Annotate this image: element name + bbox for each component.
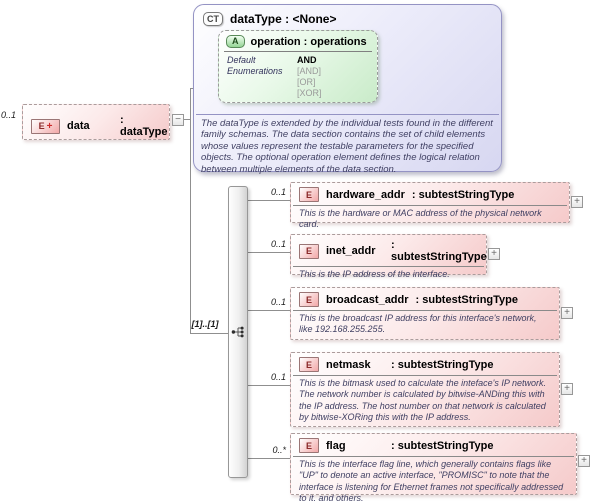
- cardinality-label: 0..1: [270, 297, 286, 307]
- element-with-children-icon: E +: [31, 118, 60, 134]
- element-type: : dataType: [120, 114, 168, 138]
- element-name: broadcast_addr: [326, 293, 409, 306]
- enum-value: [AND]: [297, 66, 322, 76]
- expand-button[interactable]: +: [578, 455, 590, 467]
- element-annotation: This is the broadcast IP address for thi…: [299, 313, 537, 335]
- attribute-enum-row: [XOR]: [219, 88, 377, 99]
- separator: [293, 456, 574, 457]
- element-type: : subtestStringType: [391, 358, 494, 371]
- cardinality-label: 0..1: [270, 372, 286, 382]
- element-annotation: This is the IP address of the interface.: [299, 269, 450, 279]
- expand-button[interactable]: +: [571, 196, 583, 208]
- element-type: : subtestStringType: [415, 293, 519, 306]
- complextype-annotation: The dataType is extended by the individu…: [201, 118, 493, 175]
- sequence-compositor[interactable]: [228, 186, 248, 478]
- connector-line: [248, 385, 290, 386]
- sequence-icon: [231, 326, 244, 338]
- connector-line: [248, 252, 290, 253]
- cardinality-label: 0..1: [270, 239, 286, 249]
- separator: [293, 310, 557, 311]
- expand-button[interactable]: +: [561, 383, 573, 395]
- attribute-default-row: Default AND: [219, 55, 377, 66]
- connector-line: [184, 119, 190, 120]
- attribute-node-operation[interactable]: A operation : operations Default AND Enu…: [218, 30, 378, 103]
- expand-button[interactable]: +: [488, 248, 500, 260]
- separator: [293, 266, 484, 267]
- element-icon: E: [299, 438, 319, 453]
- element-type: : subtestStringType: [391, 439, 494, 452]
- element-icon: E: [299, 292, 319, 307]
- enum-value: [XOR]: [297, 88, 322, 98]
- element-annotation: This is the interface flag line, which g…: [299, 459, 564, 501]
- element-name: flag: [326, 439, 346, 452]
- element-header: E + data : dataType: [23, 105, 169, 141]
- element-name: hardware_addr: [326, 188, 405, 201]
- enum-value: [OR]: [297, 77, 316, 87]
- element-node-data[interactable]: E + data : dataType: [22, 104, 170, 140]
- complextype-header: CT dataType : <None>: [194, 5, 501, 26]
- separator: [224, 51, 372, 52]
- element-annotation: This is the hardware or MAC address of t…: [299, 208, 542, 230]
- attribute-enum-row: [OR]: [219, 77, 377, 88]
- separator: [293, 375, 557, 376]
- attribute-title: operation : operations: [250, 35, 367, 48]
- connector-line: [248, 310, 290, 311]
- connector-line: [190, 88, 191, 334]
- complextype-title: dataType : <None>: [230, 12, 337, 26]
- attribute-enum-row: Enumerations [AND]: [219, 66, 377, 77]
- default-value: AND: [297, 55, 317, 65]
- plus-glyph: +: [46, 120, 53, 132]
- element-name: netmask: [326, 358, 371, 371]
- element-node-hardware-addr[interactable]: E hardware_addr : subtestStringType This…: [290, 182, 570, 229]
- separator: [293, 205, 567, 206]
- cardinality-label: 0..1: [270, 187, 286, 197]
- enumerations-label: Enumerations: [227, 66, 283, 76]
- cardinality-label: 0..1: [1, 110, 17, 120]
- element-type: : subtestStringType: [411, 188, 515, 201]
- connector-line: [190, 88, 193, 89]
- element-icon: E: [299, 357, 319, 372]
- complextype-icon: CT: [203, 12, 223, 26]
- element-name: inet_addr: [326, 245, 376, 257]
- element-icon: E: [299, 243, 319, 259]
- default-label: Default: [227, 55, 256, 65]
- separator: [196, 114, 499, 115]
- occurrence-label: [1]..[1]: [191, 319, 219, 329]
- cardinality-label: 0..*: [272, 445, 286, 455]
- element-type: : subtestStringType: [391, 239, 487, 263]
- element-icon: E: [299, 187, 319, 202]
- attribute-header: A operation : operations: [219, 31, 377, 50]
- expand-button[interactable]: +: [561, 307, 573, 319]
- collapse-button[interactable]: −: [172, 114, 184, 126]
- connector-line: [248, 458, 290, 459]
- element-node-broadcast-addr[interactable]: E broadcast_addr : subtestStringType Thi…: [290, 287, 560, 340]
- element-name: data: [67, 120, 90, 132]
- element-node-netmask[interactable]: E netmask : subtestStringType This is th…: [290, 352, 560, 427]
- element-node-inet-addr[interactable]: E inet_addr : subtestStringType This is …: [290, 234, 487, 279]
- element-annotation: This is the bitmask used to calculate th…: [299, 378, 547, 422]
- element-node-flag[interactable]: E flag : subtestStringType This is the i…: [290, 433, 577, 501]
- connector-line: [248, 200, 290, 201]
- connector-line: [190, 333, 228, 334]
- attribute-icon: A: [226, 35, 245, 48]
